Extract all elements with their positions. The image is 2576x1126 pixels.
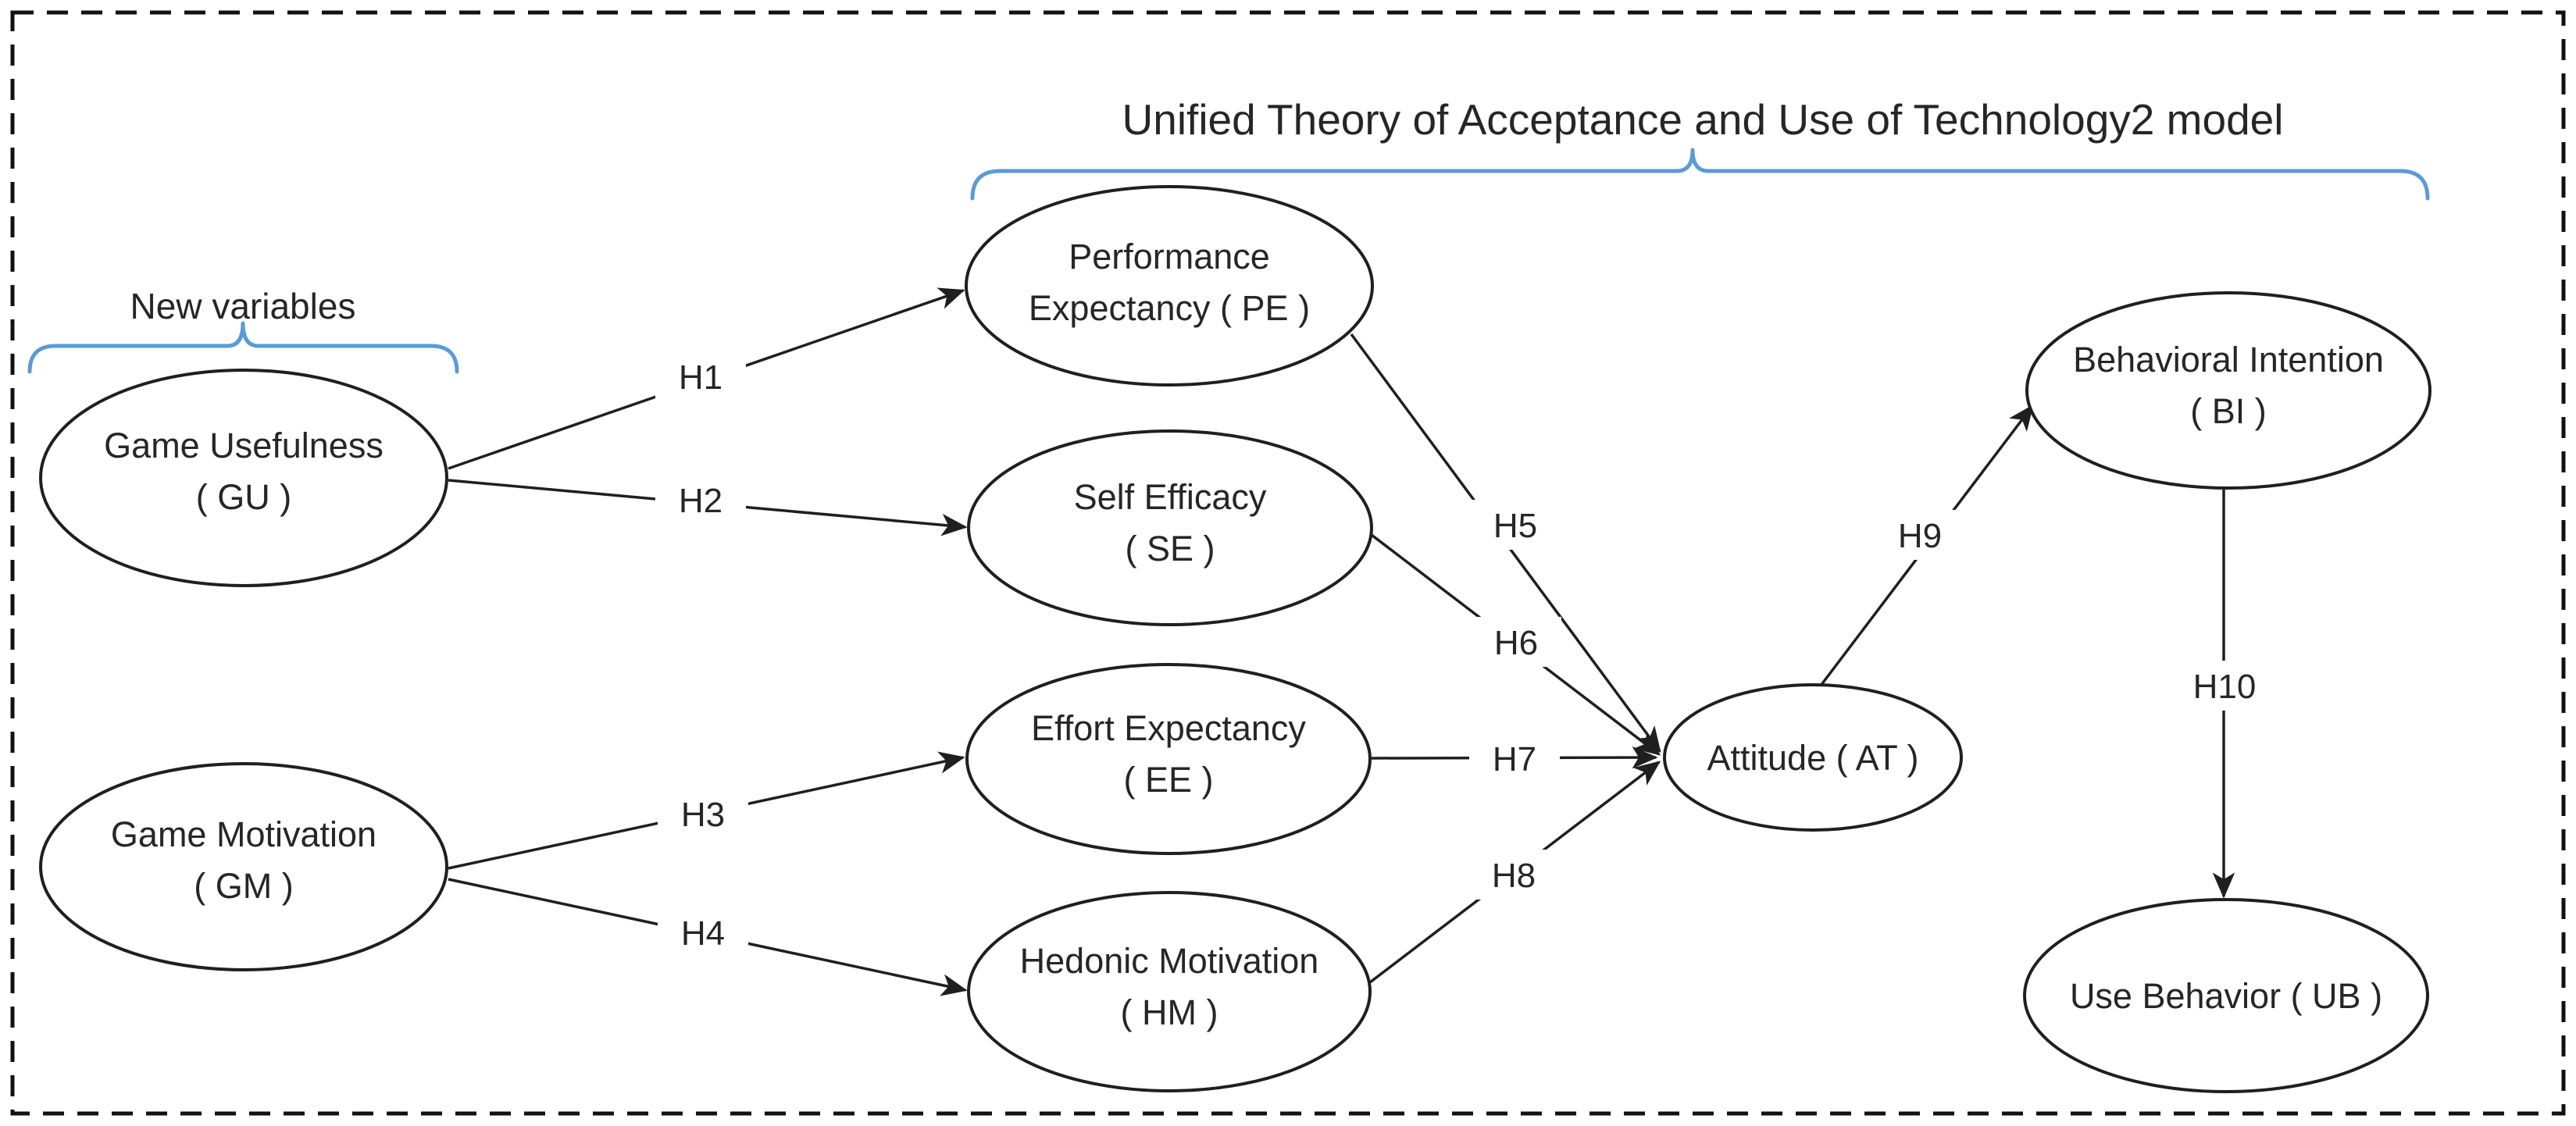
node-pe: Performance Expectancy ( PE ) bbox=[965, 185, 1374, 387]
edge-label-text: H5 bbox=[1493, 507, 1537, 545]
edge-label-h10: H10 bbox=[2162, 661, 2287, 711]
node-label: ( GM ) bbox=[194, 866, 293, 906]
edge-label-bg bbox=[1470, 500, 1561, 550]
edge-label-bg bbox=[1468, 850, 1559, 900]
edge-label-text: H4 bbox=[681, 914, 725, 953]
node-label: Attitude ( AT ) bbox=[1707, 738, 1919, 778]
node-ellipse-bi bbox=[2025, 291, 2432, 490]
node-ellipse-ee bbox=[965, 663, 1372, 855]
node-ellipse-at bbox=[1663, 683, 1963, 832]
node-label: Expectancy ( PE ) bbox=[1029, 288, 1310, 328]
node-label: Use Behavior ( UB ) bbox=[2070, 976, 2382, 1016]
edge-label-h7: H7 bbox=[1469, 733, 1560, 783]
node-gm: Game Motivation ( GM ) bbox=[39, 762, 448, 971]
node-ellipse-gu bbox=[39, 369, 448, 587]
node-ellipse-pe bbox=[965, 185, 1374, 387]
node-label: ( HM ) bbox=[1121, 992, 1218, 1032]
utaut2-group-brace bbox=[970, 148, 2430, 201]
edge-label-text: H8 bbox=[1492, 857, 1536, 895]
edge-label-bg bbox=[655, 475, 746, 525]
node-label: Effort Expectancy bbox=[1031, 708, 1306, 748]
node-label: ( SE ) bbox=[1125, 529, 1215, 568]
edge-label-h9: H9 bbox=[1875, 510, 1965, 560]
node-gu: Game Usefulness ( GU ) bbox=[39, 369, 448, 587]
edge-label-bg bbox=[2162, 661, 2287, 711]
diagram-title: Unified Theory of Acceptance and Use of … bbox=[1122, 95, 2284, 144]
node-label: ( GU ) bbox=[196, 477, 291, 517]
node-at: Attitude ( AT ) bbox=[1663, 683, 1963, 832]
node-label: Self Efficacy bbox=[1074, 477, 1267, 517]
edge-label-text: H2 bbox=[679, 482, 722, 520]
node-label: Game Motivation bbox=[111, 814, 376, 854]
edge-label-text: H6 bbox=[1494, 624, 1538, 662]
edge-label-h4: H4 bbox=[658, 907, 748, 957]
node-hm: Hedonic Motivation ( HM ) bbox=[967, 891, 1372, 1092]
node-se: Self Efficacy ( SE ) bbox=[967, 429, 1373, 626]
edge-label-text: H3 bbox=[681, 796, 725, 834]
new-variables-brace bbox=[27, 321, 459, 374]
edge-label-h1: H1 bbox=[655, 351, 746, 401]
edge-label-bg bbox=[1471, 617, 1561, 667]
edge-label-text: H10 bbox=[2193, 668, 2257, 706]
edge-label-bg bbox=[1469, 733, 1560, 783]
edge-label-h8: H8 bbox=[1468, 850, 1559, 900]
node-ellipse-ub bbox=[2023, 898, 2429, 1093]
node-label: ( BI ) bbox=[2190, 391, 2267, 431]
edge-label-bg bbox=[658, 789, 748, 839]
node-label: ( EE ) bbox=[1123, 760, 1213, 800]
node-bi: Behavioral Intention ( BI ) bbox=[2025, 291, 2432, 490]
edge-label-bg bbox=[658, 907, 748, 957]
node-label: Hedonic Motivation bbox=[1020, 941, 1319, 981]
edge-label-bg bbox=[1875, 510, 1965, 560]
node-ellipse-se bbox=[967, 429, 1373, 626]
diagram-border bbox=[10, 10, 2566, 1116]
edge-label-h6: H6 bbox=[1471, 617, 1561, 667]
edge-label-text: H9 bbox=[1898, 517, 1942, 555]
node-label: Performance bbox=[1069, 237, 1270, 276]
edge-label-text: H7 bbox=[1493, 740, 1536, 779]
node-label: Behavioral Intention bbox=[2073, 340, 2384, 379]
edge-label-bg bbox=[655, 351, 746, 401]
edge-label-h3: H3 bbox=[658, 789, 748, 839]
new-variables-label: New variables bbox=[130, 286, 356, 326]
node-ee: Effort Expectancy ( EE ) bbox=[965, 663, 1372, 855]
edge-label-h5: H5 bbox=[1470, 500, 1561, 550]
node-label: Game Usefulness bbox=[104, 426, 384, 465]
edge-label-text: H1 bbox=[679, 358, 722, 397]
node-ellipse-hm bbox=[967, 891, 1372, 1092]
node-ellipse-gm bbox=[39, 762, 448, 971]
edge-label-h2: H2 bbox=[655, 475, 746, 525]
node-ub: Use Behavior ( UB ) bbox=[2023, 898, 2429, 1093]
